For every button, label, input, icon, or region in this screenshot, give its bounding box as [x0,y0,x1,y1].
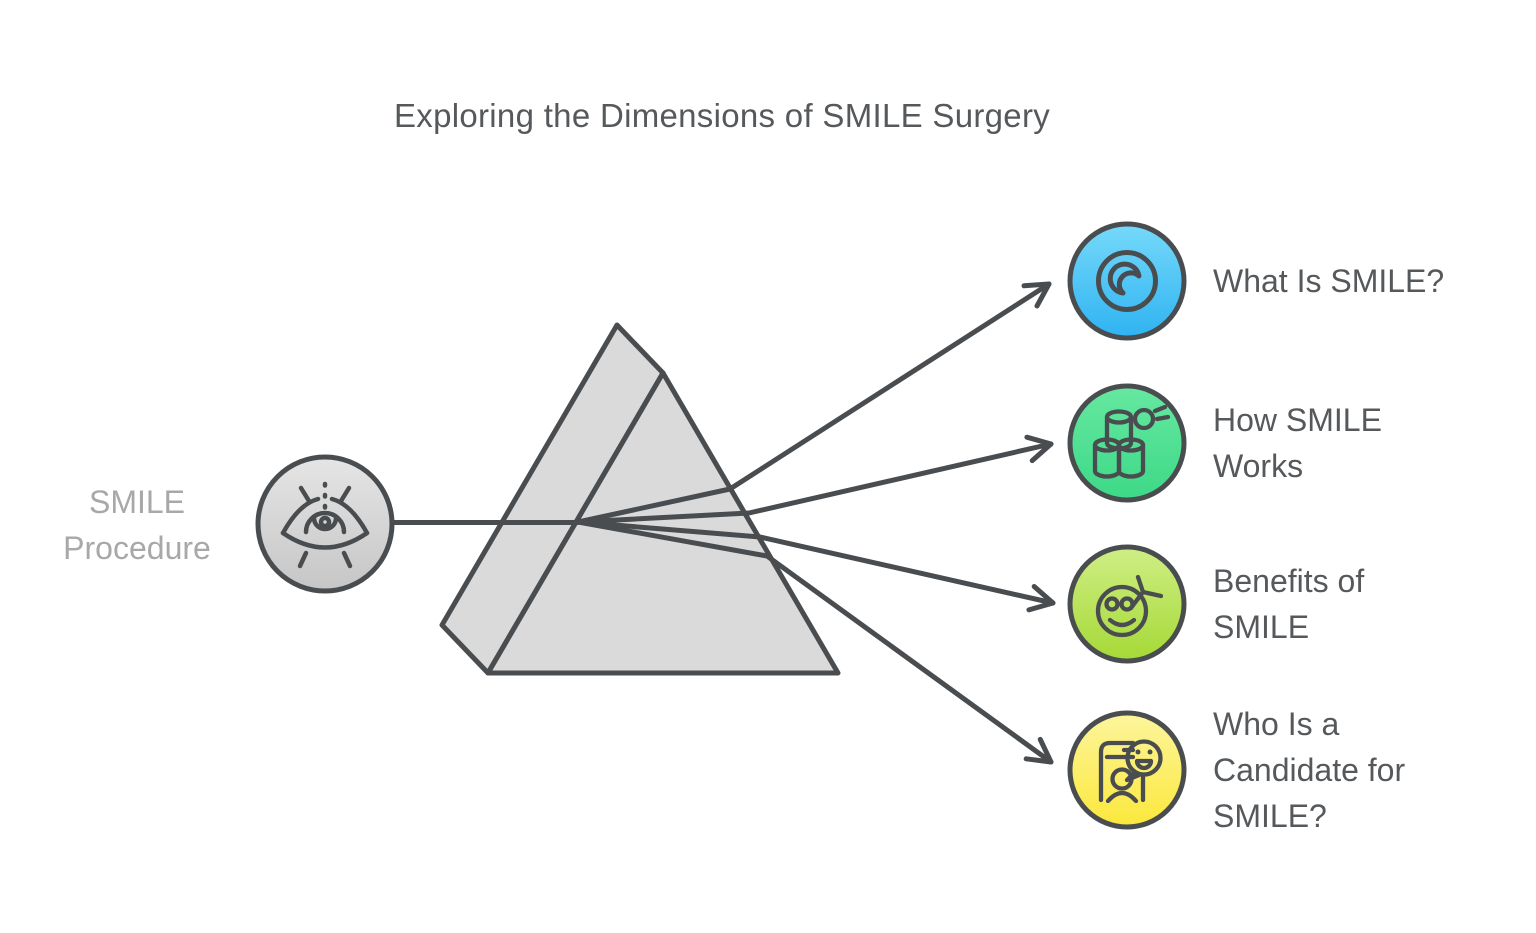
branch-label-candidate: Who Is a Candidate for SMILE? [1213,701,1405,839]
label-line: How SMILE [1213,402,1382,438]
eye-laser-icon [280,481,370,569]
branch-circle-what-is-smile [1067,221,1187,341]
label-line: Who Is a [1213,706,1340,742]
branch-circle-how-smile-works [1067,383,1187,503]
ray-what-is-smile [575,281,1052,525]
label-line: What Is SMILE? [1213,263,1445,299]
source-label-line: Procedure [63,530,211,566]
smiley-pen-icon [1095,574,1164,638]
page-title: Exploring the Dimensions of SMILE Surger… [393,97,1051,134]
ray-how-smile-works [575,434,1054,525]
cylinders-ball-icon [1092,404,1171,479]
lens-crescent-icon [1096,250,1158,312]
label-line: SMILE? [1213,798,1327,834]
branch-label-what-is-smile: What Is SMILE? [1213,258,1444,304]
branch-label-benefits-of-smile: Benefits of SMILE [1213,558,1364,650]
ray-benefits-of-smile [575,519,1056,613]
source-label: SMILE Procedure [38,479,236,571]
label-line: SMILE [1213,609,1310,645]
ray-candidate-for-smile [575,519,1054,765]
candidate-speech-bubble-icon [1098,739,1163,804]
label-line: Benefits of [1213,563,1365,599]
label-line: Works [1213,448,1304,484]
branch-label-how-smile-works: How SMILE Works [1213,397,1382,489]
label-line: Candidate for [1213,752,1406,788]
source-label-line: SMILE [88,484,186,520]
branch-circle-benefits-of-smile [1067,544,1187,664]
